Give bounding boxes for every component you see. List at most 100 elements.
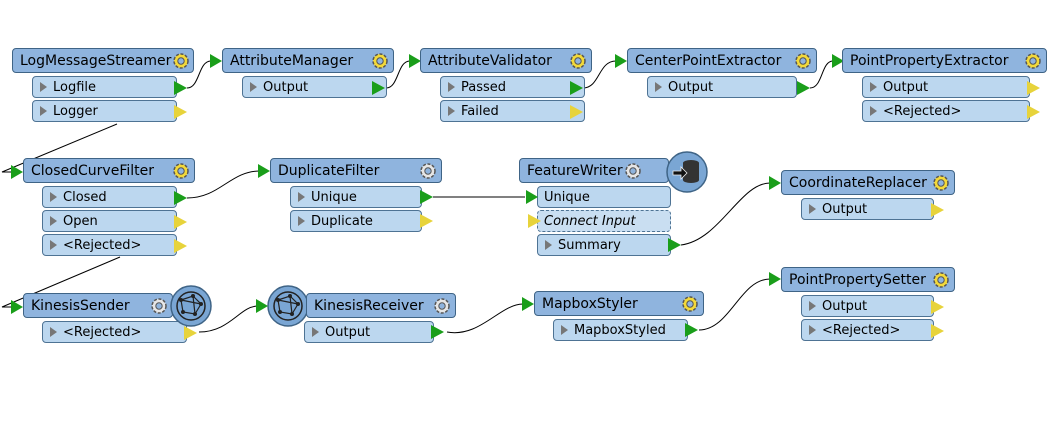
port-label: Summary [558, 237, 621, 253]
gear-icon[interactable] [432, 296, 452, 316]
output-port-unique[interactable]: Unique [290, 186, 422, 208]
rejected-connector-icon[interactable] [420, 214, 433, 228]
rejected-connector-icon[interactable] [174, 215, 187, 229]
transformer-header[interactable]: KinesisReceiver [306, 293, 456, 318]
rejected-connector-icon[interactable] [570, 105, 583, 119]
input-port-unique[interactable]: Unique [537, 186, 671, 208]
output-port-duplicate[interactable]: Duplicate [290, 210, 422, 232]
expand-arrow-icon [448, 82, 455, 92]
input-connector-icon[interactable] [615, 54, 627, 68]
output-port-rejected[interactable]: <Rejected> [862, 100, 1030, 122]
gear-icon[interactable] [171, 51, 191, 71]
output-connector-icon[interactable] [931, 203, 944, 217]
transformer-header[interactable]: AttributeManager [222, 48, 394, 73]
output-port-summary[interactable]: Summary [537, 234, 671, 256]
gear-icon[interactable] [680, 294, 700, 314]
output-connector-icon[interactable] [685, 323, 698, 337]
input-connector-icon[interactable] [256, 299, 268, 313]
output-connector-icon[interactable] [174, 191, 187, 205]
input-connector-icon[interactable] [522, 297, 534, 311]
output-port-output[interactable]: Output [801, 198, 934, 220]
expand-arrow-icon [50, 240, 57, 250]
input-connector-icon[interactable] [210, 54, 222, 68]
rejected-connector-icon[interactable] [931, 324, 944, 338]
gear-icon[interactable] [171, 161, 191, 181]
transformer-header[interactable]: PointPropertySetter [781, 267, 955, 292]
connect-input-connector-icon[interactable] [528, 214, 541, 228]
output-port-output[interactable]: Output [801, 295, 934, 317]
gear-icon[interactable] [793, 51, 813, 71]
output-connector-icon[interactable] [668, 238, 681, 252]
output-connector-icon[interactable] [431, 325, 444, 339]
transformer-name: AttributeManager [230, 52, 354, 69]
port-label: Unique [544, 189, 590, 205]
rejected-connector-icon[interactable] [174, 105, 187, 119]
output-connector-icon[interactable] [420, 190, 433, 204]
input-connector-icon[interactable] [11, 300, 23, 314]
input-connector-icon[interactable] [409, 54, 421, 68]
output-connector-icon[interactable] [372, 81, 385, 95]
input-connector-icon[interactable] [11, 165, 23, 179]
expand-arrow-icon [655, 82, 662, 92]
output-port-mapboxstyled[interactable]: MapboxStyled [553, 319, 688, 341]
port-label: Closed [63, 189, 107, 205]
output-port-closed[interactable]: Closed [42, 186, 177, 208]
transformer-header[interactable]: AttributeValidator [420, 48, 592, 73]
output-port-rejected[interactable]: <Rejected> [801, 319, 934, 341]
input-connector-icon[interactable] [832, 54, 844, 68]
gear-icon[interactable] [931, 270, 951, 290]
output-port-open[interactable]: Open [42, 210, 177, 232]
output-port-logfile[interactable]: Logfile [32, 76, 177, 98]
transformer-header[interactable]: ClosedCurveFilter [23, 158, 195, 183]
transformer-name: ClosedCurveFilter [31, 162, 154, 179]
output-port-output[interactable]: Output [242, 76, 387, 98]
rejected-connector-icon[interactable] [1027, 105, 1040, 119]
transformer-header[interactable]: CenterPointExtractor [627, 48, 817, 73]
expand-arrow-icon [40, 82, 47, 92]
gear-icon[interactable] [568, 51, 588, 71]
gear-icon[interactable] [370, 51, 390, 71]
expand-arrow-icon [50, 192, 57, 202]
gear-icon[interactable] [623, 161, 643, 181]
input-port-connect-input[interactable]: Connect Input [537, 210, 671, 232]
input-connector-icon[interactable] [526, 190, 538, 204]
transformer-header[interactable]: FeatureWriter [519, 158, 669, 183]
transformer-header[interactable]: DuplicateFilter [270, 158, 442, 183]
gear-icon[interactable] [931, 173, 951, 193]
output-port-rejected[interactable]: <Rejected> [42, 234, 177, 256]
output-port-rejected[interactable]: <Rejected> [42, 321, 187, 343]
transformer-header[interactable]: KinesisSender [23, 293, 173, 318]
output-port-output[interactable]: Output [304, 321, 434, 343]
transformer-name: PointPropertyExtractor [850, 52, 1009, 69]
rejected-connector-icon[interactable] [174, 239, 187, 253]
transformer-header[interactable]: LogMessageStreamer [12, 48, 194, 73]
output-port-output[interactable]: Output [862, 76, 1030, 98]
transformer-header[interactable]: MapboxStyler [534, 291, 704, 316]
transformer-header[interactable]: CoordinateReplacer [781, 170, 955, 195]
output-connector-icon[interactable] [931, 300, 944, 314]
port-label: Passed [461, 79, 507, 95]
expand-arrow-icon [870, 106, 877, 116]
gear-icon[interactable] [1023, 51, 1043, 71]
output-port-logger[interactable]: Logger [32, 100, 177, 122]
port-label: Logger [53, 103, 98, 119]
output-port-passed[interactable]: Passed [440, 76, 585, 98]
output-connector-icon[interactable] [174, 81, 187, 95]
output-port-failed[interactable]: Failed [440, 100, 585, 122]
gear-icon[interactable] [149, 296, 169, 316]
transformer-header[interactable]: PointPropertyExtractor [842, 48, 1047, 73]
input-connector-icon[interactable] [769, 272, 781, 286]
port-label: Output [263, 79, 309, 95]
output-connector-icon[interactable] [570, 81, 583, 95]
output-connector-icon[interactable] [1027, 81, 1040, 95]
rejected-connector-icon[interactable] [184, 326, 197, 340]
database-writer-icon [666, 151, 708, 193]
input-connector-icon[interactable] [769, 176, 781, 190]
input-connector-icon[interactable] [258, 164, 270, 178]
expand-arrow-icon [50, 327, 57, 337]
gear-icon[interactable] [418, 161, 438, 181]
expand-arrow-icon [312, 327, 319, 337]
output-port-output[interactable]: Output [647, 76, 797, 98]
output-connector-icon[interactable] [797, 81, 810, 95]
port-label: Duplicate [311, 213, 373, 229]
